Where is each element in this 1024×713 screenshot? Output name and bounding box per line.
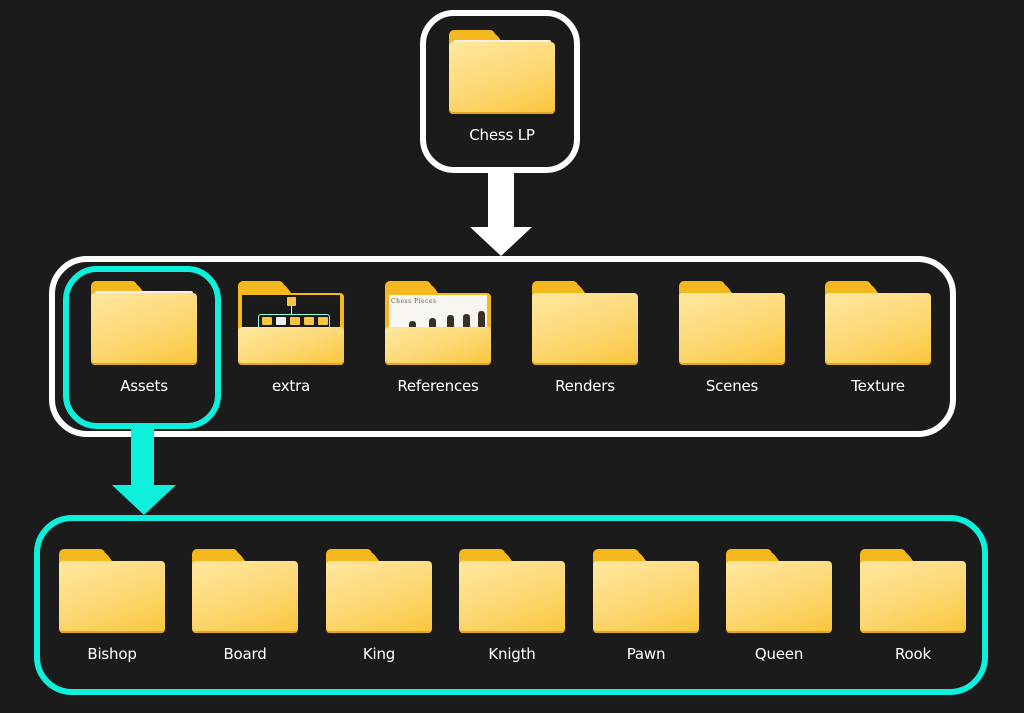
folder-texture[interactable]: Texture (818, 281, 938, 395)
folder-icon (532, 281, 638, 365)
folder-board[interactable]: Board (185, 549, 305, 663)
folder-label: Knigth (488, 645, 536, 663)
cyan-down-arrow-shaft (131, 428, 154, 486)
folder-label: Chess LP (469, 126, 535, 144)
folder-icon (860, 549, 966, 633)
folder-label: Queen (754, 645, 804, 663)
folder-chess-lp[interactable]: Chess LP (442, 30, 562, 144)
folder-knigth[interactable]: Knigth (452, 549, 572, 663)
folder-icon (679, 281, 785, 365)
folder-preview-icon (238, 281, 344, 365)
folder-renders[interactable]: Renders (525, 281, 645, 395)
folder-bishop[interactable]: Bishop (52, 549, 172, 663)
folder-pawn[interactable]: Pawn (586, 549, 706, 663)
preview-text: Chess Pieces (391, 298, 437, 305)
folder-label: References (397, 377, 479, 395)
folder-icon (449, 30, 555, 114)
folder-icon (91, 281, 197, 365)
folder-label: King (362, 645, 396, 663)
folder-icon (326, 549, 432, 633)
folder-label: extra (271, 377, 311, 395)
folder-label: Rook (895, 645, 931, 663)
down-arrow-icon (470, 227, 532, 256)
folder-label: Pawn (626, 645, 666, 663)
folder-icon (459, 549, 565, 633)
folder-queen[interactable]: Queen (719, 549, 839, 663)
folder-label: Bishop (87, 645, 137, 663)
folder-icon (59, 549, 165, 633)
level2-group-outline (34, 515, 988, 695)
folder-rook[interactable]: Rook (853, 549, 973, 663)
folder-preview-icon: Chess Pieces (385, 281, 491, 365)
folder-label: Scenes (705, 377, 759, 395)
folder-label: Texture (851, 377, 905, 395)
assets-highlight-outline (63, 266, 221, 429)
folder-king[interactable]: King (319, 549, 439, 663)
folder-label: Board (223, 645, 267, 663)
folder-icon (593, 549, 699, 633)
level1-group-outline (49, 256, 956, 437)
down-arrow-shaft (488, 170, 514, 228)
folder-icon (192, 549, 298, 633)
folder-label: Assets (120, 377, 168, 395)
folder-assets[interactable]: Assets (84, 281, 204, 395)
folder-references[interactable]: Chess Pieces References (378, 281, 498, 395)
folder-scenes[interactable]: Scenes (672, 281, 792, 395)
folder-label: Renders (555, 377, 615, 395)
folder-extra[interactable]: extra (231, 281, 351, 395)
cyan-down-arrow-icon (112, 485, 176, 515)
folder-icon (825, 281, 931, 365)
folder-icon (726, 549, 832, 633)
